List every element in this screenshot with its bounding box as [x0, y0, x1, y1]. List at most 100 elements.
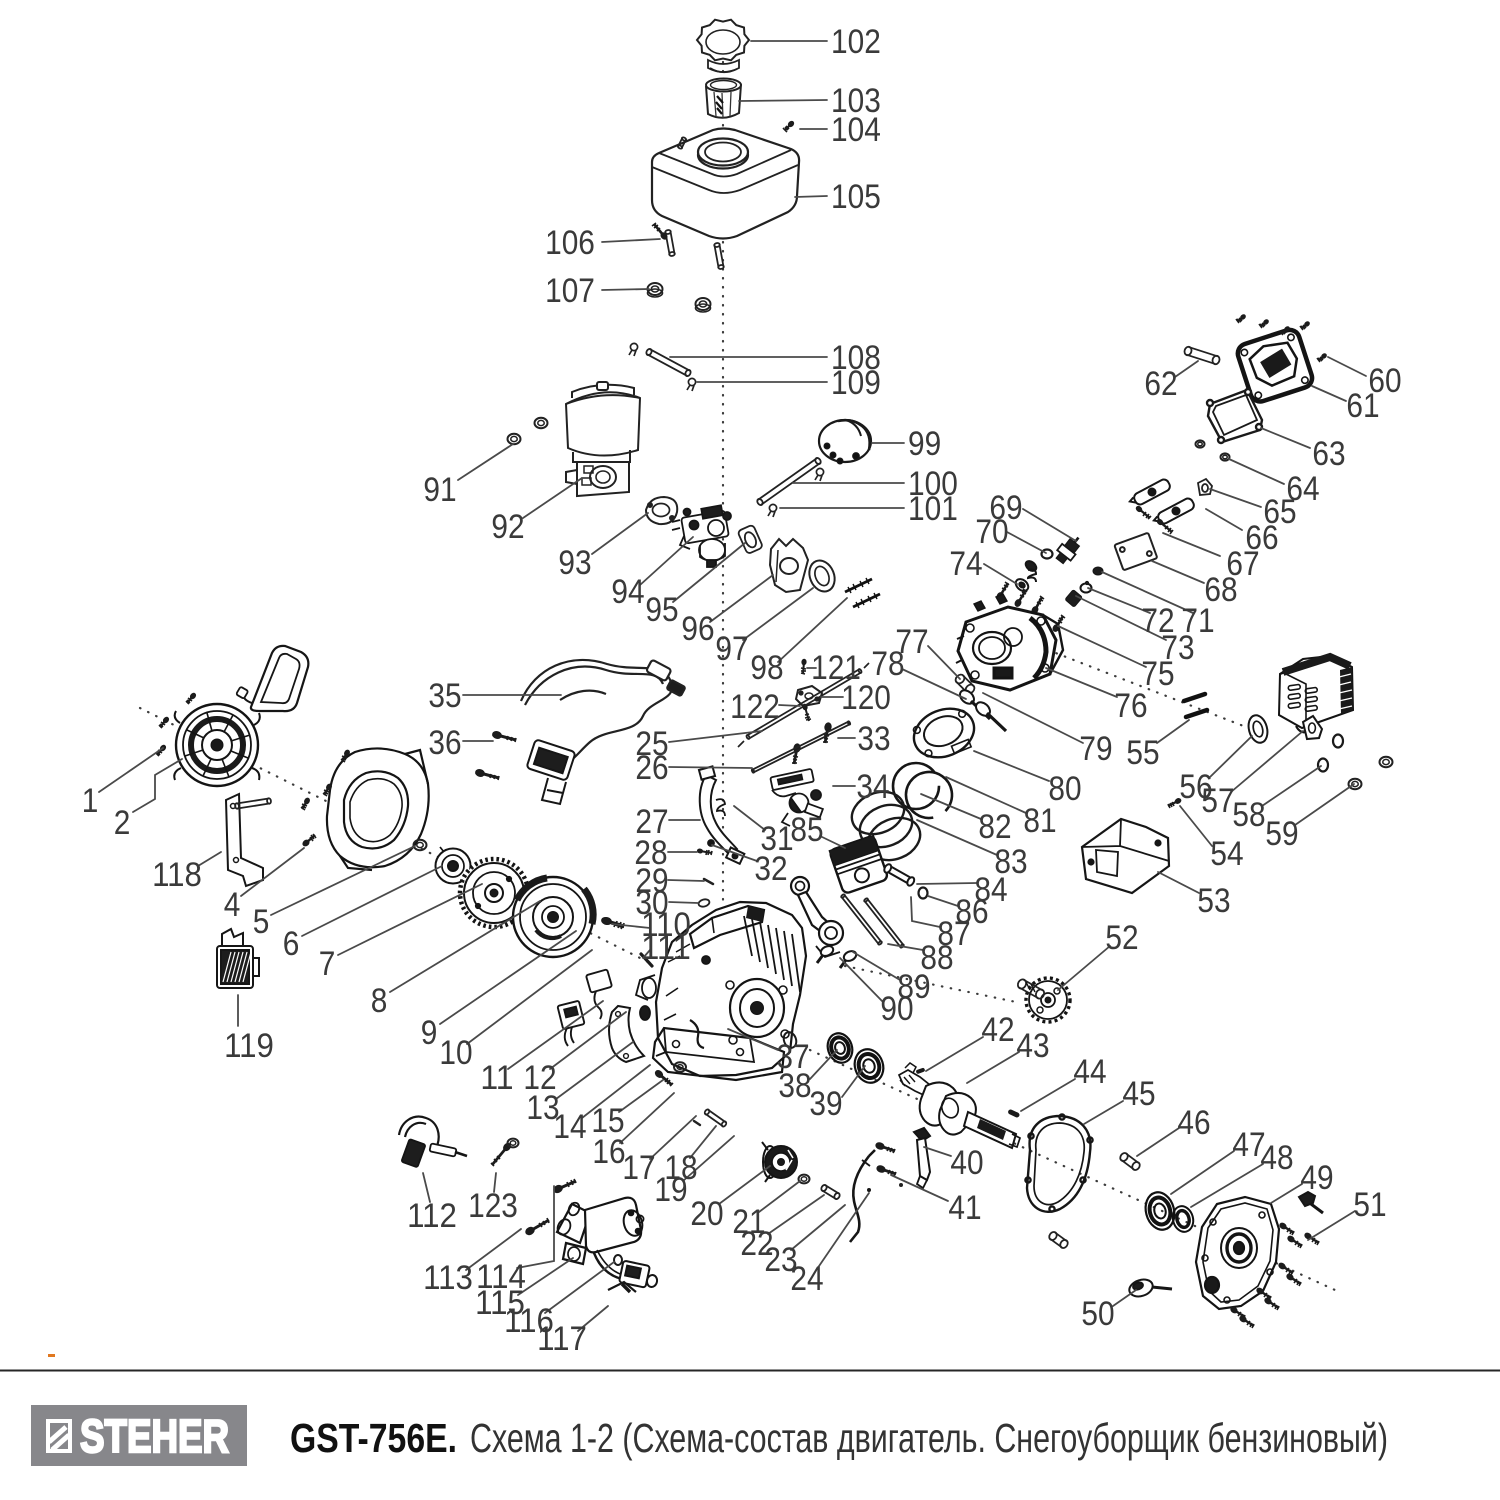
svg-text:29: 29 [635, 862, 668, 900]
svg-text:55: 55 [1126, 734, 1159, 772]
svg-text:14: 14 [553, 1108, 586, 1146]
svg-text:11: 11 [480, 1059, 513, 1097]
svg-text:15: 15 [591, 1102, 624, 1140]
svg-text:41: 41 [948, 1189, 981, 1227]
svg-text:112: 112 [407, 1197, 457, 1235]
svg-text:16: 16 [592, 1133, 625, 1171]
svg-text:25: 25 [635, 725, 668, 763]
svg-text:22: 22 [740, 1225, 773, 1263]
svg-text:66: 66 [1245, 519, 1278, 557]
svg-text:105: 105 [831, 178, 881, 216]
svg-text:6: 6 [283, 925, 300, 963]
svg-text:118: 118 [152, 856, 202, 894]
svg-text:102: 102 [831, 23, 881, 61]
svg-text:76: 76 [1114, 687, 1147, 725]
svg-text:9: 9 [421, 1014, 438, 1052]
svg-text:96: 96 [681, 610, 714, 648]
svg-text:2: 2 [114, 804, 131, 842]
svg-text:77: 77 [895, 623, 928, 661]
svg-text:83: 83 [994, 843, 1027, 881]
svg-text:99: 99 [908, 425, 941, 463]
svg-text:23: 23 [764, 1241, 797, 1279]
svg-text:89: 89 [897, 968, 930, 1006]
svg-text:21: 21 [732, 1203, 765, 1241]
svg-text:74: 74 [949, 545, 982, 583]
svg-text:106: 106 [545, 224, 595, 262]
svg-text:20: 20 [690, 1195, 723, 1233]
svg-text:64: 64 [1286, 470, 1319, 508]
svg-text:79: 79 [1079, 730, 1112, 768]
svg-text:12: 12 [523, 1059, 556, 1097]
svg-text:57: 57 [1201, 782, 1234, 820]
svg-text:78: 78 [871, 645, 904, 683]
svg-text:8: 8 [371, 982, 388, 1020]
svg-text:1: 1 [82, 782, 99, 820]
svg-text:45: 45 [1122, 1075, 1155, 1113]
svg-text:27: 27 [635, 803, 668, 841]
svg-text:73: 73 [1161, 629, 1194, 667]
svg-text:80: 80 [1048, 770, 1081, 808]
svg-text:63: 63 [1312, 435, 1345, 473]
svg-text:STEHER: STEHER [80, 1410, 229, 1462]
svg-text:32: 32 [754, 850, 787, 888]
svg-text:26: 26 [635, 749, 668, 787]
svg-text:120: 120 [841, 679, 891, 717]
svg-text:109: 109 [831, 364, 881, 402]
svg-text:108: 108 [831, 339, 881, 377]
svg-text:37: 37 [776, 1038, 809, 1076]
svg-text:43: 43 [1016, 1027, 1049, 1065]
svg-text:71: 71 [1181, 602, 1214, 640]
svg-text:48: 48 [1260, 1139, 1293, 1177]
svg-text:98: 98 [750, 649, 783, 687]
svg-text:90: 90 [880, 990, 913, 1028]
svg-text:88: 88 [920, 939, 953, 977]
svg-text:86: 86 [955, 893, 988, 931]
svg-text:19: 19 [654, 1171, 687, 1209]
svg-text:38: 38 [778, 1067, 811, 1105]
svg-text:61: 61 [1346, 387, 1379, 425]
svg-text:69: 69 [989, 489, 1022, 527]
svg-text:51: 51 [1353, 1186, 1386, 1224]
svg-text:84: 84 [974, 871, 1007, 909]
svg-text:44: 44 [1073, 1053, 1106, 1091]
svg-text:4: 4 [224, 886, 241, 924]
svg-text:92: 92 [491, 508, 524, 546]
svg-text:95: 95 [645, 591, 678, 629]
svg-text:67: 67 [1226, 545, 1259, 583]
svg-text:111: 111 [641, 929, 691, 967]
svg-text:49: 49 [1300, 1159, 1333, 1197]
svg-text:107: 107 [545, 272, 595, 310]
svg-text:59: 59 [1265, 815, 1298, 853]
svg-text:58: 58 [1232, 796, 1265, 834]
svg-text:28: 28 [634, 834, 667, 872]
svg-text:52: 52 [1105, 919, 1138, 957]
svg-text:122: 122 [730, 688, 780, 726]
svg-text:119: 119 [224, 1027, 274, 1065]
svg-text:72: 72 [1141, 602, 1174, 640]
svg-text:68: 68 [1204, 571, 1237, 609]
svg-text:10: 10 [439, 1034, 472, 1072]
svg-text:114: 114 [476, 1258, 526, 1296]
svg-text:18: 18 [664, 1149, 697, 1187]
svg-text:117: 117 [537, 1320, 587, 1358]
svg-text:42: 42 [981, 1011, 1014, 1049]
svg-text:33: 33 [857, 720, 890, 758]
svg-text:17: 17 [622, 1149, 655, 1187]
svg-text:75: 75 [1141, 655, 1174, 693]
svg-text:56: 56 [1179, 768, 1212, 806]
svg-text:GST-756E.: GST-756E. [290, 1415, 457, 1461]
svg-text:13: 13 [526, 1089, 559, 1127]
svg-text:62: 62 [1144, 365, 1177, 403]
svg-text:60: 60 [1368, 362, 1401, 400]
svg-text:115: 115 [475, 1284, 525, 1322]
svg-text:53: 53 [1197, 882, 1230, 920]
svg-text:82: 82 [978, 808, 1011, 846]
svg-text:101: 101 [908, 490, 958, 528]
svg-text:97: 97 [715, 630, 748, 668]
svg-text:47: 47 [1232, 1126, 1265, 1164]
svg-text:31: 31 [760, 820, 793, 858]
svg-text:35: 35 [428, 677, 461, 715]
svg-text:87: 87 [937, 915, 970, 953]
svg-text:103: 103 [831, 82, 881, 120]
svg-text:110: 110 [641, 906, 691, 944]
